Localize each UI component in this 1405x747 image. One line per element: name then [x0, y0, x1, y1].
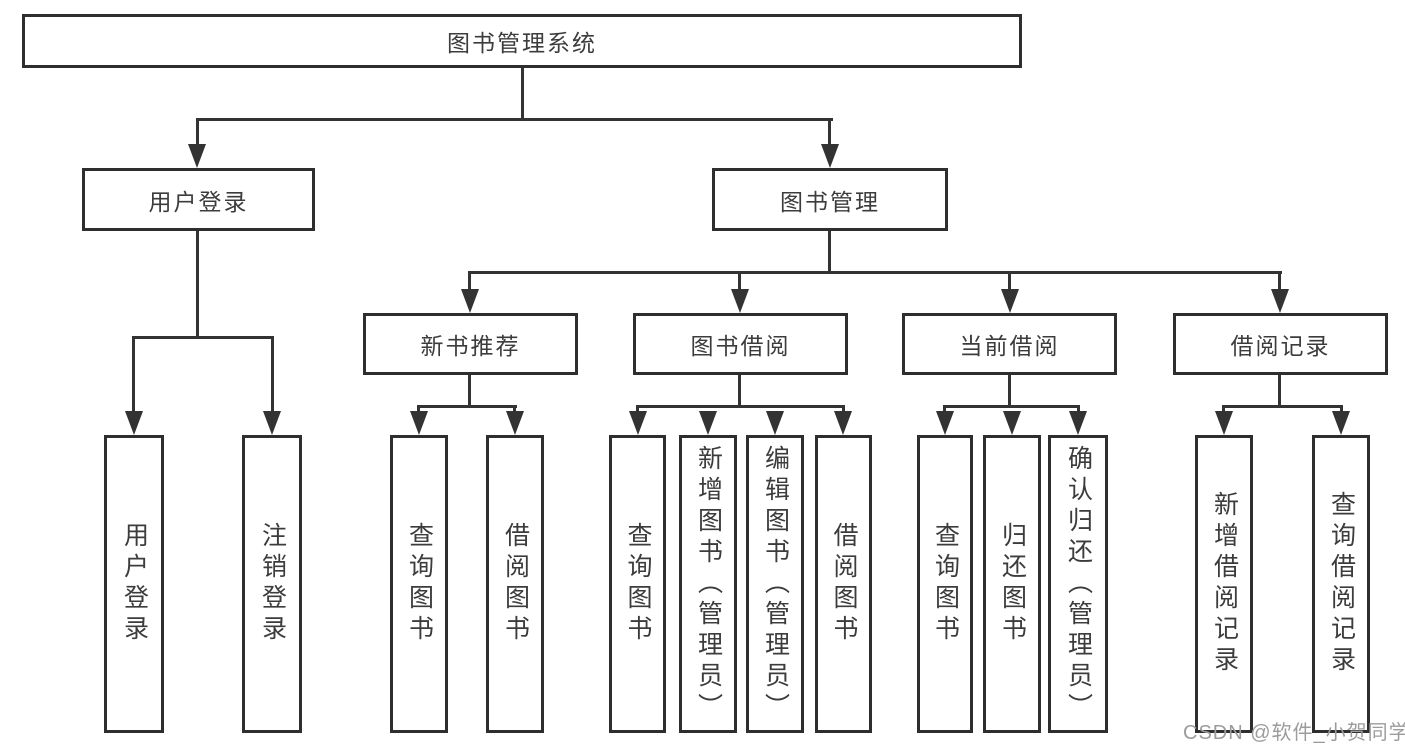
leaf-query-books-2: 查询图书 [609, 435, 666, 733]
arrow-down-icon [1215, 411, 1233, 435]
node-current-borrowing: 当前借阅 [902, 313, 1117, 375]
arrow-down-icon [821, 144, 839, 168]
connector-line [636, 405, 639, 415]
node-library-system: 图书管理系统 [22, 14, 1022, 68]
arrow-down-icon [125, 411, 143, 435]
leaf-user-login: 用户登录 [104, 435, 164, 733]
arrow-down-icon [1003, 411, 1021, 435]
arrow-down-icon [410, 411, 428, 435]
connector-line [132, 336, 135, 415]
arrow-down-icon [263, 411, 281, 435]
node-book-borrowing: 图书借阅 [633, 313, 848, 375]
arrow-down-icon [936, 411, 954, 435]
leaf-borrow-books-2: 借阅图书 [815, 435, 872, 733]
connector-line [133, 336, 274, 339]
leaf-query-books-3: 查询图书 [917, 435, 973, 733]
connector-line [943, 405, 946, 415]
connector-line [196, 231, 199, 339]
leaf-return-book: 归还图书 [983, 435, 1041, 733]
leaf-edit-book-admin: 编辑图书（管理员） [746, 435, 804, 733]
arrow-down-icon [1271, 289, 1289, 313]
connector-line [738, 271, 741, 293]
arrow-down-icon [629, 411, 647, 435]
watermark: CSDN @软件_小贺同学 [1183, 722, 1405, 744]
arrow-down-icon [1332, 411, 1350, 435]
arrow-down-icon [1069, 411, 1087, 435]
connector-line [1222, 405, 1225, 415]
connector-line [1222, 405, 1343, 408]
node-new-book-recommendation: 新书推荐 [363, 313, 578, 375]
leaf-add-borrow-record: 新增借阅记录 [1195, 435, 1253, 733]
arrow-down-icon [834, 411, 852, 435]
connector-line [469, 271, 1282, 274]
connector-line [1008, 271, 1011, 293]
leaf-add-book-admin: 新增图书（管理员） [679, 435, 737, 733]
leaf-query-borrow-record: 查询借阅记录 [1312, 435, 1370, 733]
connector-line [1278, 375, 1281, 408]
arrow-down-icon [699, 411, 717, 435]
connector-line [1340, 405, 1343, 415]
leaf-query-books-1: 查询图书 [390, 435, 448, 733]
leaf-borrow-books-1: 借阅图书 [486, 435, 544, 733]
connector-line [468, 375, 471, 408]
connector-line [1077, 405, 1080, 415]
connector-line [468, 271, 471, 293]
connector-line [943, 405, 1080, 408]
leaf-confirm-return-admin: 确认归还（管理员） [1048, 435, 1108, 733]
connector-line [636, 405, 845, 408]
node-borrowing-records: 借阅记录 [1173, 313, 1388, 375]
connector-line [842, 405, 845, 415]
arrow-down-icon [731, 289, 749, 313]
connector-line [738, 375, 741, 408]
connector-line [1008, 375, 1011, 408]
connector-line [196, 118, 833, 121]
arrow-down-icon [461, 289, 479, 313]
arrow-down-icon [506, 411, 524, 435]
connector-line [417, 405, 420, 415]
arrow-down-icon [766, 411, 784, 435]
node-user-login: 用户登录 [82, 168, 315, 231]
node-book-management: 图书管理 [712, 168, 948, 231]
arrow-down-icon [188, 144, 206, 168]
connector-line [513, 405, 516, 415]
connector-line [828, 118, 831, 150]
connector-line [828, 231, 831, 274]
leaf-logout-login: 注销登录 [242, 435, 302, 733]
connector-line [271, 336, 274, 415]
arrow-down-icon [1001, 289, 1019, 313]
connector-line [196, 118, 199, 150]
connector-line [521, 68, 524, 121]
connector-line [1278, 271, 1281, 293]
connector-line [417, 405, 517, 408]
